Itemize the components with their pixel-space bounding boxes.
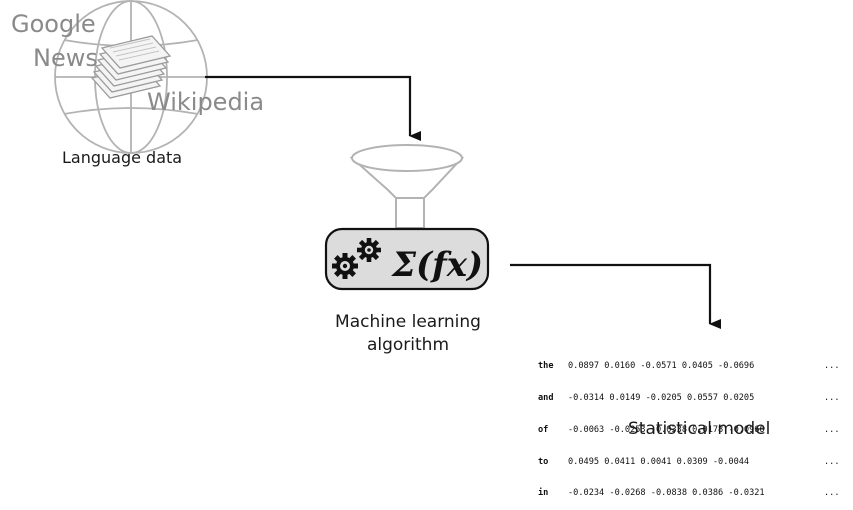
ml-label-line1: Machine learning [335,312,481,332]
matrix-ellipsis: ... [824,488,840,499]
sigma-formula: Σ(fx) [390,245,483,285]
language-data-label: Language data [62,148,183,167]
matrix-values: 0.0495 0.0411 0.0041 0.0309 -0.0044 [568,456,750,467]
ml-algorithm-label: Machine learning algorithm [308,311,508,357]
matrix-values: -0.0063 -0.0253 -0.0338 0.0178 -0.0966 [568,424,765,435]
flow-diagram: Σ(fx) Google News Wikipedia [11,0,721,329]
matrix-word: and [538,392,554,403]
matrix-row: in -0.0234 -0.0268 -0.0838 0.0386 -0.032… [538,488,840,499]
matrix-word: the [538,361,554,372]
matrix-ellipsis: ... [824,361,840,372]
matrix-row: to 0.0495 0.0411 0.0041 0.0309 -0.0044 .… [538,457,840,468]
funnel-icon [349,144,465,229]
connector-ml-to-model [510,263,721,329]
matrix-ellipsis: ... [824,392,840,403]
matrix-row: the 0.0897 0.0160 -0.0571 0.0405 -0.0696… [538,361,840,372]
matrix-word: of [538,424,549,435]
matrix-row: and -0.0314 0.0149 -0.0205 0.0557 0.0205… [538,393,840,404]
matrix-row: of -0.0063 -0.0253 -0.0338 0.0178 -0.096… [538,425,840,436]
matrix-values: -0.0234 -0.0268 -0.0838 0.0386 -0.0321 [568,488,765,499]
statistical-model-label: Statistical model [628,419,771,439]
gears-icon [332,238,381,279]
matrix-values: -0.0314 0.0149 -0.0205 0.0557 0.0205 [568,392,755,403]
connector-source-to-funnel [205,75,421,141]
newspaper-stack-icon [90,35,172,99]
matrix-ellipsis: ... [824,424,840,435]
matrix-word: to [538,456,549,467]
matrix-ellipsis: ... [824,456,840,467]
matrix-values: 0.0897 0.0160 -0.0571 0.0405 -0.0696 [568,361,755,372]
source-news: News [33,44,98,72]
source-wikipedia: Wikipedia [147,88,264,116]
matrix-word: in [538,488,549,499]
source-google: Google [11,10,96,38]
ml-label-line2: algorithm [366,335,450,355]
